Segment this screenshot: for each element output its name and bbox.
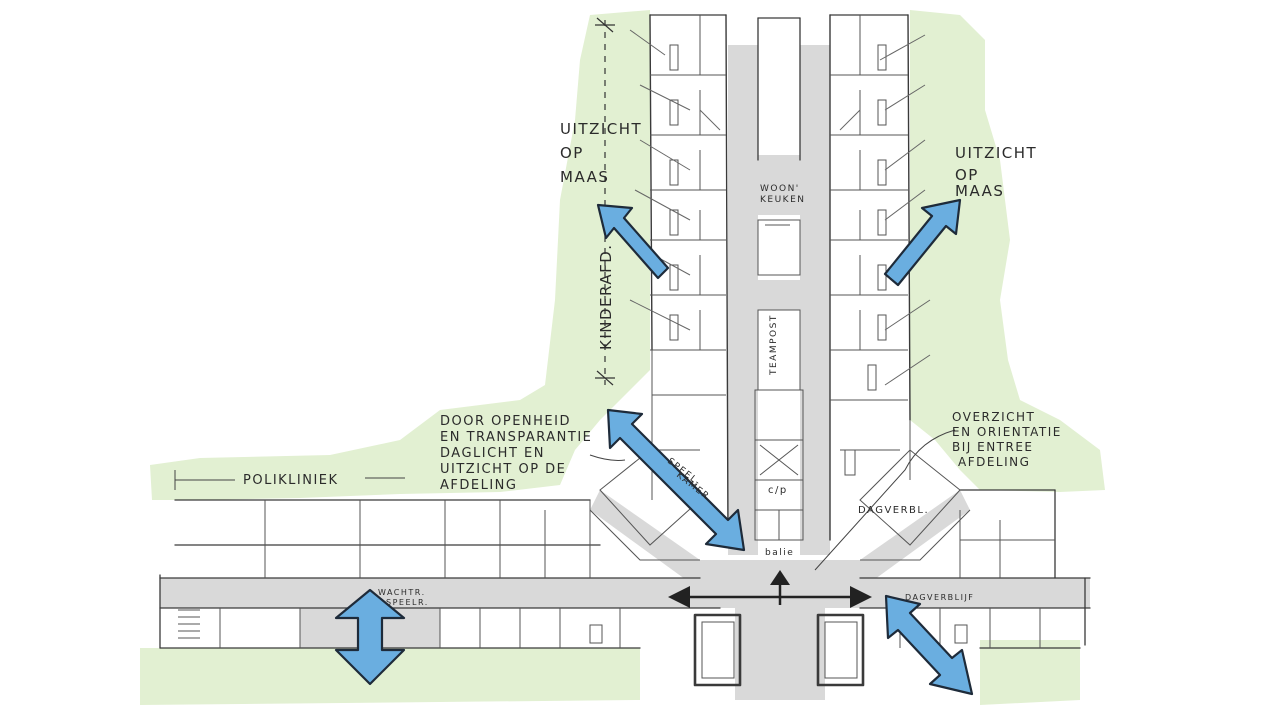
door-openheid-line2: EN TRANSPARANTIE	[440, 430, 592, 445]
woonkeuken-line1: WOON'	[760, 184, 800, 194]
overzicht-line4: AFDELING	[958, 455, 1030, 469]
wachtr-line1: WACHTR.	[378, 588, 426, 597]
leader-lines	[174, 429, 956, 571]
polikliniek-label: POLIKLINIEK	[243, 473, 339, 488]
day-room-arrow	[884, 594, 974, 696]
corridors	[160, 45, 1090, 700]
uitzicht-right-line2: OP	[955, 166, 979, 184]
overzicht-line2: EN ORIENTATIE	[952, 425, 1062, 439]
waiting-area-arrow	[334, 588, 406, 686]
transparency-arrow	[606, 408, 746, 552]
view-arrow-left	[596, 203, 670, 280]
door-openheid-line3: DAGLICHT EN	[440, 446, 545, 461]
green-area	[140, 10, 1105, 705]
dimension-line	[595, 17, 615, 386]
uitzicht-left-line2: OP	[560, 144, 584, 162]
door-openheid-line1: DOOR OPENHEID	[440, 414, 571, 429]
teampost-label: TEAMPOST	[769, 314, 779, 376]
overzicht-line1: OVERZICHT	[952, 410, 1035, 424]
uitzicht-right-line1: UITZICHT	[955, 144, 1037, 162]
woonkeuken-line2: KEUKEN	[760, 195, 806, 205]
north-wing	[649, 14, 911, 541]
dagverbl-label: DAGVERBL.	[858, 505, 929, 516]
base-building	[159, 449, 1091, 687]
dagverblijf-label: DAGVERBLIJF	[905, 593, 974, 602]
wachtr-line2: SPEELR.	[386, 598, 429, 607]
door-openheid-line4: UITZICHT OP DE	[440, 462, 566, 477]
balie-label: balie	[765, 548, 794, 558]
uitzicht-right-line3: MAAS	[955, 182, 1004, 200]
entrance-arrows	[668, 570, 872, 608]
cp-label: c/p	[768, 485, 788, 496]
overzicht-line3: BIJ ENTREE	[952, 440, 1034, 454]
view-arrow-right	[883, 198, 962, 287]
kinderafd-label: KINDERAFD.	[597, 243, 615, 350]
blue-arrows	[334, 198, 974, 696]
uitzicht-left-line1: UITZICHT	[560, 120, 642, 138]
uitzicht-left-line3: MAAS	[560, 168, 609, 186]
door-openheid-line5: AFDELING	[440, 478, 517, 493]
